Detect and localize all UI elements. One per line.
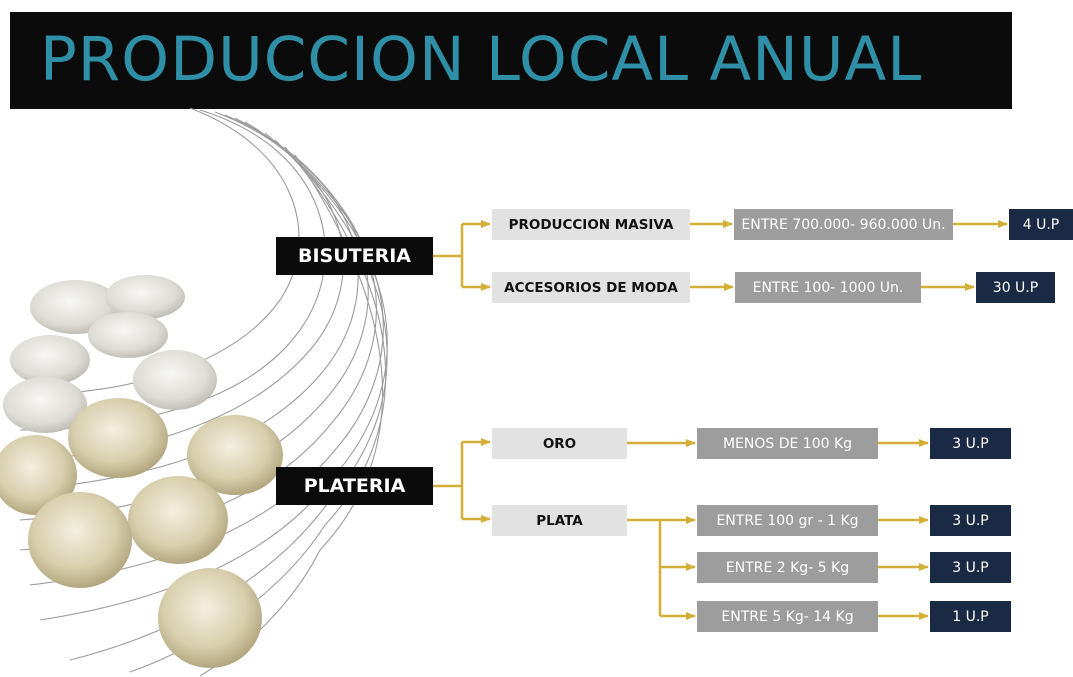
category-plateria: PLATERIA <box>276 467 433 505</box>
up-accesorios-de-moda: 30 U.P <box>976 272 1055 303</box>
range-plata-2: ENTRE 2 Kg- 5 Kg <box>697 552 878 583</box>
node-oro: ORO <box>492 428 627 459</box>
up-oro: 3 U.P <box>930 428 1011 459</box>
category-bisuteria: BISUTERIA <box>276 237 433 275</box>
page-title: PRODUCCION LOCAL ANUAL <box>40 24 923 95</box>
up-produccion-masiva: 4 U.P <box>1009 209 1073 240</box>
range-accesorios-de-moda: ENTRE 100- 1000 Un. <box>735 272 921 303</box>
title-bar: PRODUCCION LOCAL ANUAL <box>10 12 1012 109</box>
up-plata-3: 1 U.P <box>930 601 1011 632</box>
range-oro: MENOS DE 100 Kg <box>697 428 878 459</box>
range-produccion-masiva: ENTRE 700.000- 960.000 Un. <box>734 209 953 240</box>
node-produccion-masiva: PRODUCCION MASIVA <box>492 209 690 240</box>
node-accesorios-de-moda: ACCESORIOS DE MODA <box>492 272 690 303</box>
up-plata-2: 3 U.P <box>930 552 1011 583</box>
range-plata-1: ENTRE 100 gr - 1 Kg <box>697 505 878 536</box>
range-plata-3: ENTRE 5 Kg- 14 Kg <box>697 601 878 632</box>
node-plata: PLATA <box>492 505 627 536</box>
up-plata-1: 3 U.P <box>930 505 1011 536</box>
